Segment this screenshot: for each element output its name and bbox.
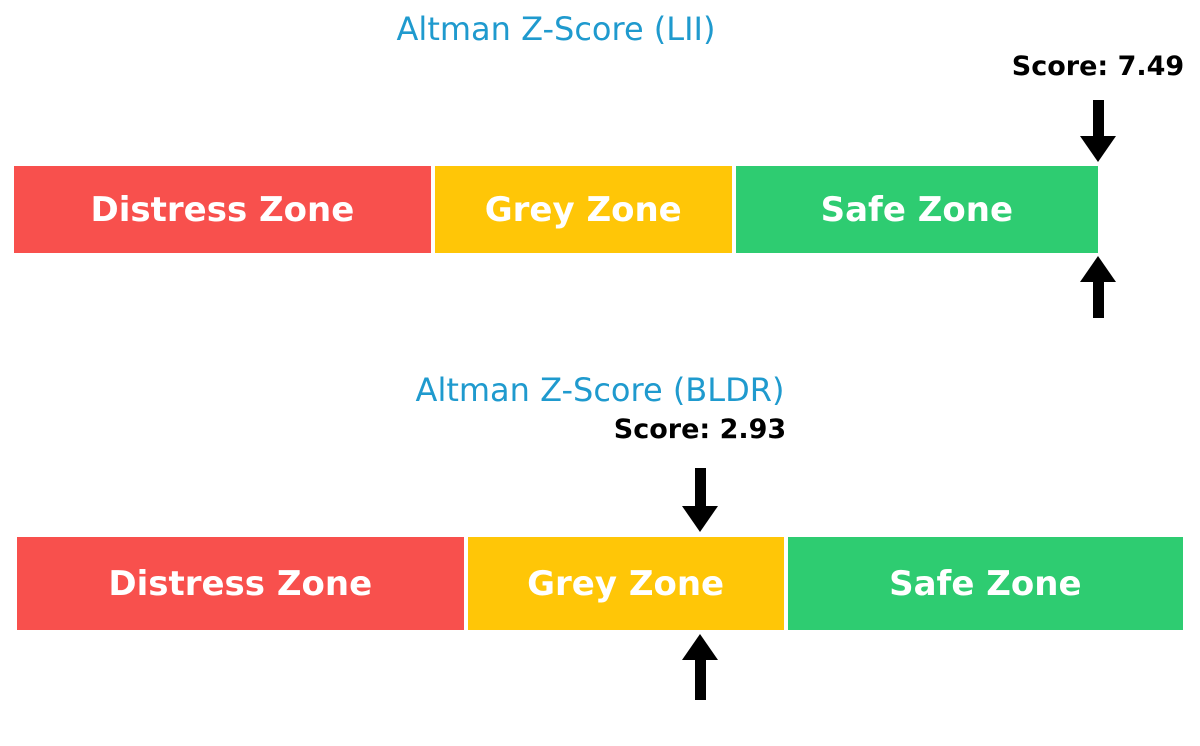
safe-zone-segment: Safe Zone bbox=[735, 166, 1098, 253]
safe-zone-label: Safe Zone bbox=[889, 563, 1082, 604]
arrow-head bbox=[1080, 256, 1116, 282]
zscore-bar-lii: Distress Zone Grey Zone Safe Zone bbox=[14, 166, 1098, 253]
distress-zone-segment: Distress Zone bbox=[17, 537, 464, 630]
grey-zone-segment: Grey Zone bbox=[467, 537, 784, 630]
distress-zone-label: Distress Zone bbox=[108, 563, 373, 604]
arrow-stem bbox=[1092, 282, 1104, 318]
score-annotation-bldr: Score: 2.93 bbox=[613, 414, 787, 445]
arrow-stem bbox=[694, 660, 706, 700]
arrow-head bbox=[682, 506, 718, 532]
down-arrow-icon bbox=[1080, 100, 1116, 162]
distress-zone-label: Distress Zone bbox=[90, 189, 355, 230]
grey-zone-label: Grey Zone bbox=[527, 563, 725, 604]
chart-title-bldr: Altman Z-Score (BLDR) bbox=[415, 371, 785, 409]
zscore-bar-bldr: Distress Zone Grey Zone Safe Zone bbox=[17, 537, 1183, 630]
safe-zone-segment: Safe Zone bbox=[787, 537, 1183, 630]
arrow-stem bbox=[1092, 100, 1104, 136]
score-annotation-lii: Score: 7.49 bbox=[1011, 51, 1185, 82]
down-arrow-icon bbox=[682, 468, 718, 532]
grey-zone-label: Grey Zone bbox=[484, 189, 682, 230]
arrow-head bbox=[682, 634, 718, 660]
distress-zone-segment: Distress Zone bbox=[14, 166, 431, 253]
safe-zone-label: Safe Zone bbox=[820, 189, 1014, 230]
arrow-head bbox=[1080, 136, 1116, 162]
grey-zone-segment: Grey Zone bbox=[434, 166, 732, 253]
up-arrow-icon bbox=[682, 634, 718, 700]
arrow-stem bbox=[694, 468, 706, 506]
up-arrow-icon bbox=[1080, 256, 1116, 318]
chart-title-lii: Altman Z-Score (LII) bbox=[396, 10, 716, 48]
